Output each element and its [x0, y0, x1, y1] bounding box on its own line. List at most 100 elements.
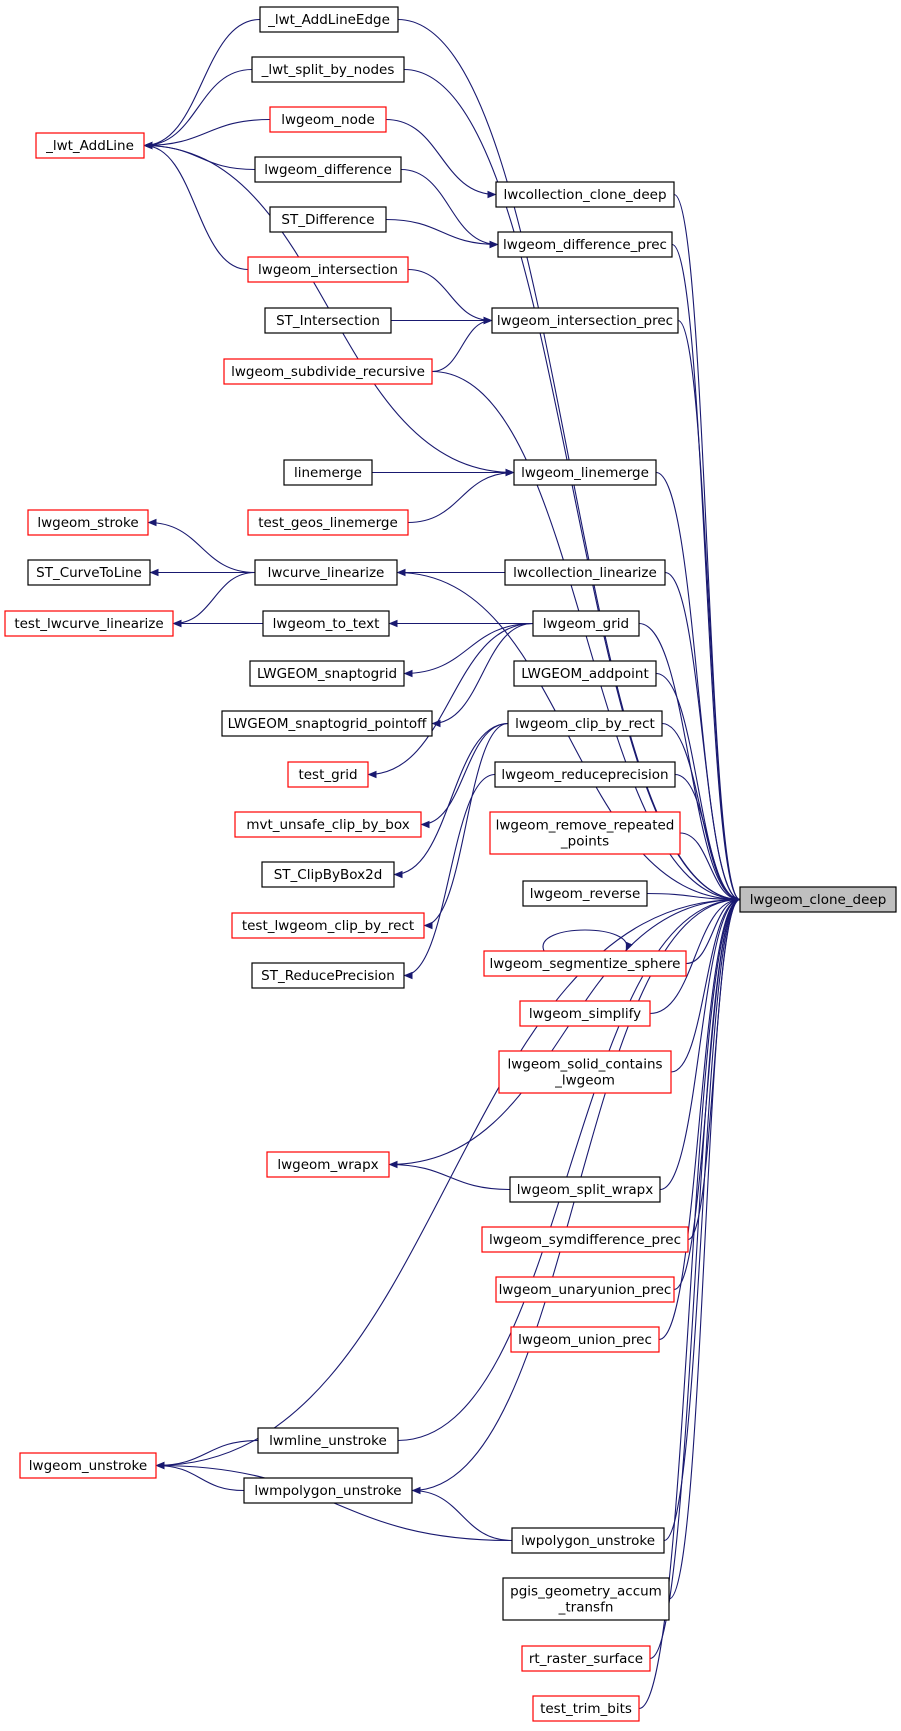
node-testgrid[interactable]: test_grid [287, 761, 369, 788]
call-edge-node-to-addline [143, 118, 271, 150]
node-inter[interactable]: lwgeom_intersection [247, 256, 409, 283]
node-diffprec[interactable]: lwgeom_difference_prec [497, 231, 673, 258]
node-unary[interactable]: lwgeom_unaryunion_prec [495, 1276, 675, 1303]
node-curvelin[interactable]: lwcurve_linearize [254, 559, 398, 586]
call-edge-interprec-to-clone [677, 319, 741, 904]
node-stinter[interactable]: ST_Intersection [264, 307, 392, 334]
node-label: lwgeom_intersection_prec [497, 313, 673, 329]
node-clipbox[interactable]: ST_ClipByBox2d [261, 861, 395, 888]
node-label: lwcollection_clone_deep [503, 187, 666, 203]
call-edge-mlineun-to-clone [397, 895, 741, 1442]
node-box [19, 1452, 157, 1479]
call-edge-reduce-to-streduce [403, 773, 496, 980]
call-edge-splitwrap-to-wrapx [388, 1160, 511, 1191]
node-snap[interactable]: LWGEOM_snaptogrid [249, 660, 405, 687]
node-testclip[interactable]: test_lwgeom_clip_by_rect [231, 912, 425, 939]
call-edge-segsph-to-segsph [542, 929, 633, 952]
node-splitn[interactable]: _lwt_split_by_nodes [251, 56, 405, 83]
call-edge-trim-to-clone [638, 895, 741, 1710]
node-label: lwgeom_node [281, 112, 375, 128]
node-subdiv[interactable]: lwgeom_subdivide_recursive [223, 358, 433, 385]
node-addpoint[interactable]: LWGEOM_addpoint [513, 660, 657, 687]
node-box [234, 811, 422, 838]
call-edge-testlm-to-lglm [407, 468, 515, 524]
node-union[interactable]: lwgeom_union_prec [510, 1326, 660, 1353]
node-mpolyun[interactable]: lwmpolygon_unstroke [243, 1477, 413, 1504]
node-c2l[interactable]: ST_CurveToLine [27, 559, 151, 586]
node-box [247, 509, 409, 536]
node-label: test_trim_bits [540, 1701, 632, 1717]
node-box [35, 132, 145, 159]
node-box [532, 610, 640, 637]
node-addline[interactable]: _lwt_AddLine [35, 132, 145, 159]
node-box [254, 156, 402, 183]
node-mlineun[interactable]: lwmline_unstroke [257, 1427, 399, 1454]
node-lglm[interactable]: lwgeom_linemerge [513, 459, 657, 486]
node-diff[interactable]: lwgeom_difference [254, 156, 402, 183]
node-label: lwpolygon_unstroke [521, 1533, 655, 1549]
node-label: lwcurve_linearize [268, 565, 385, 581]
node-label: _transfn [558, 1600, 614, 1616]
node-reverse[interactable]: lwgeom_reverse [522, 880, 648, 907]
node-streduce[interactable]: ST_ReducePrecision [251, 962, 405, 989]
node-node[interactable]: lwgeom_node [269, 106, 387, 133]
node-box [511, 1527, 665, 1554]
node-colllin[interactable]: lwcollection_linearize [504, 559, 666, 586]
call-edge-mlineun-to-unstroke [155, 1439, 259, 1470]
node-label: lwgeom_unaryunion_prec [499, 1282, 672, 1298]
node-unstroke[interactable]: lwgeom_unstroke [19, 1452, 157, 1479]
node-label: lwgeom_intersection [258, 262, 398, 278]
node-label: lwgeom_clone_deep [750, 892, 887, 908]
node-splitwrap[interactable]: lwgeom_split_wrapx [509, 1176, 661, 1203]
node-mvt[interactable]: mvt_unsafe_clip_by_box [234, 811, 422, 838]
node-addedge[interactable]: _lwt_AddLineEdge [259, 6, 399, 33]
call-edge-cliprect-to-mvt [420, 722, 509, 829]
node-solid[interactable]: lwgeom_solid_contains_lwgeom [498, 1050, 672, 1094]
node-box [532, 1695, 640, 1722]
node-snappo[interactable]: LWGEOM_snaptogrid_pointoff [221, 710, 433, 737]
node-box [507, 710, 663, 737]
node-label: lwgeom_split_wrapx [517, 1182, 653, 1198]
node-stdiff[interactable]: ST_Difference [269, 206, 387, 233]
node-pgis[interactable]: pgis_geometry_accum_transfn [502, 1577, 670, 1621]
node-simplify[interactable]: lwgeom_simplify [519, 1000, 651, 1027]
node-label: _lwgeom [554, 1073, 615, 1089]
node-grid[interactable]: lwgeom_grid [532, 610, 640, 637]
node-reduce[interactable]: lwgeom_reduceprecision [494, 761, 676, 788]
call-edge-wrapx-to-clone [388, 895, 741, 1166]
node-linemerge[interactable]: linemerge [283, 459, 373, 486]
node-symdiff[interactable]: lwgeom_symdifference_prec [481, 1226, 689, 1253]
node-totext[interactable]: lwgeom_to_text [262, 610, 390, 637]
node-label: lwgeom_linemerge [521, 465, 649, 481]
node-segsph[interactable]: lwgeom_segmentize_sphere [483, 950, 687, 977]
node-label: lwgeom_reverse [530, 886, 641, 902]
node-box [483, 950, 687, 977]
node-box [494, 761, 676, 788]
node-testlm[interactable]: test_geos_linemerge [247, 509, 409, 536]
node-box [27, 559, 151, 586]
node-label: test_lwcurve_linearize [14, 616, 163, 632]
node-remrep[interactable]: lwgeom_remove_repeated_points [489, 811, 681, 855]
node-interprec[interactable]: lwgeom_intersection_prec [491, 307, 679, 334]
node-label: LWGEOM_addpoint [521, 666, 649, 682]
call-edge-remrep-to-clone [679, 832, 741, 904]
node-box [223, 358, 433, 385]
node-cliprect[interactable]: lwgeom_clip_by_rect [507, 710, 663, 737]
node-trim[interactable]: test_trim_bits [532, 1695, 640, 1722]
node-label: lwgeom_difference_prec [503, 237, 667, 253]
call-edge-polyun-to-mpolyun [411, 1486, 513, 1542]
node-label: lwmline_unstroke [269, 1433, 387, 1449]
node-polyun[interactable]: lwpolygon_unstroke [511, 1527, 665, 1554]
node-box [249, 660, 405, 687]
call-edge-subdiv-to-interprec [431, 316, 493, 373]
call-edge-grid-to-testgrid [367, 622, 534, 779]
node-collclone[interactable]: lwcollection_clone_deep [495, 181, 675, 208]
call-edge-diff-to-diffprec [400, 168, 499, 249]
node-label: ST_Intersection [276, 313, 380, 329]
node-label: lwgeom_remove_repeated [496, 818, 675, 834]
node-testlin[interactable]: test_lwcurve_linearize [4, 610, 174, 637]
node-raster[interactable]: rt_raster_surface [521, 1645, 651, 1672]
node-wrapx[interactable]: lwgeom_wrapx [266, 1151, 390, 1178]
call-edge-node-to-collclone [385, 118, 497, 199]
node-stroke[interactable]: lwgeom_stroke [27, 509, 149, 536]
